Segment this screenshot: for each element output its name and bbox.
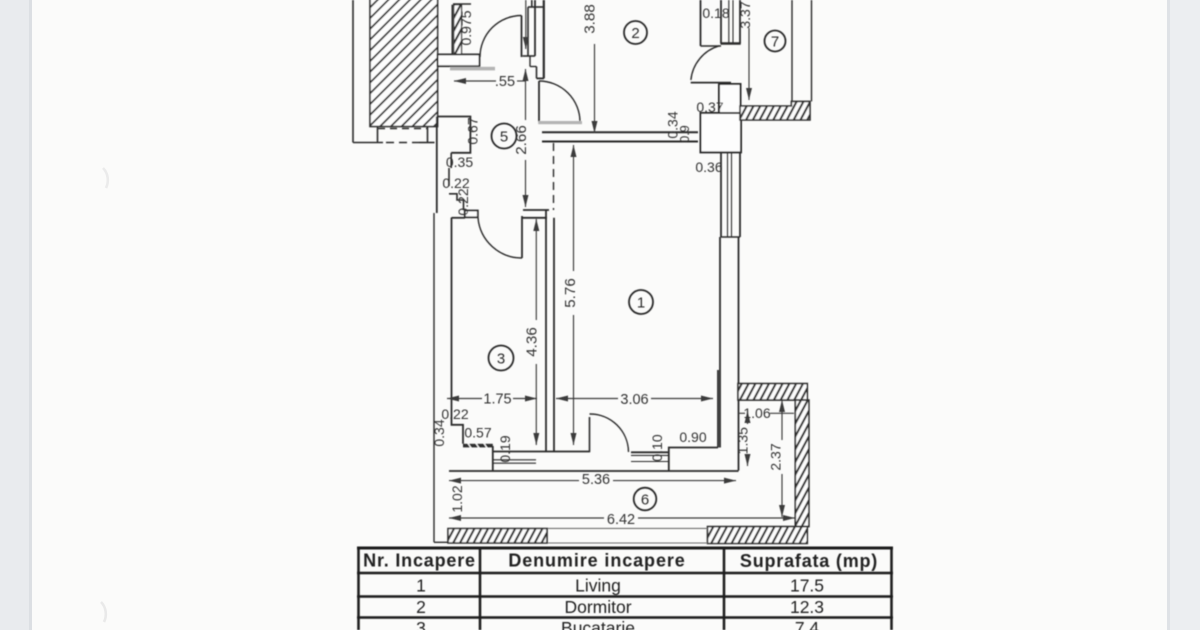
svg-text:0.57: 0.57 <box>464 425 491 441</box>
svg-text:5.36: 5.36 <box>582 472 610 488</box>
svg-text:3.06: 3.06 <box>620 392 648 408</box>
svg-text:12.3: 12.3 <box>790 597 824 617</box>
svg-text:3: 3 <box>497 351 505 368</box>
svg-text:0.22: 0.22 <box>441 406 468 422</box>
svg-text:0.34: 0.34 <box>665 111 681 138</box>
svg-text:3: 3 <box>416 618 426 630</box>
svg-text:0.9: 0.9 <box>678 125 692 142</box>
svg-text:4.36: 4.36 <box>523 327 540 357</box>
svg-text:Dormitor: Dormitor <box>564 597 631 617</box>
svg-text:2.37: 2.37 <box>768 443 784 470</box>
svg-text:3.37: 3.37 <box>737 1 753 28</box>
svg-text:0.10: 0.10 <box>649 434 665 461</box>
svg-text:.55: .55 <box>495 74 515 90</box>
svg-text:6.42: 6.42 <box>607 512 635 528</box>
svg-text:1.35: 1.35 <box>735 427 751 454</box>
svg-text:0.975: 0.975 <box>458 10 474 45</box>
svg-text:5.76: 5.76 <box>562 278 579 308</box>
svg-text:0.35: 0.35 <box>446 154 473 170</box>
svg-text:3.88: 3.88 <box>582 4 599 34</box>
svg-text:1.75: 1.75 <box>483 392 511 408</box>
svg-text:Living: Living <box>575 576 621 596</box>
svg-text:0.22: 0.22 <box>455 188 471 215</box>
svg-text:5: 5 <box>500 129 508 146</box>
svg-text:0.67: 0.67 <box>465 117 481 144</box>
svg-text:2: 2 <box>416 597 426 617</box>
svg-text:1: 1 <box>637 295 645 312</box>
svg-text:0.19: 0.19 <box>497 435 513 462</box>
svg-text:0.36: 0.36 <box>695 159 722 175</box>
svg-text:Suprafata (mp): Suprafata (mp) <box>740 551 878 571</box>
svg-text:1.06: 1.06 <box>743 405 770 421</box>
svg-text:Nr. Incapere: Nr. Incapere <box>363 551 476 571</box>
svg-text:0.34: 0.34 <box>431 419 447 446</box>
svg-text:2: 2 <box>631 25 639 42</box>
svg-text:0.37: 0.37 <box>696 99 723 115</box>
svg-text:Bucatarie: Bucatarie <box>561 618 635 630</box>
svg-text:Denumire incapere: Denumire incapere <box>508 551 685 571</box>
svg-text:0.22: 0.22 <box>442 175 469 191</box>
svg-text:7.4: 7.4 <box>795 618 820 630</box>
svg-text:7: 7 <box>771 34 779 51</box>
svg-text:0.90: 0.90 <box>679 429 706 445</box>
svg-text:1.02: 1.02 <box>449 485 465 512</box>
svg-text:0.18: 0.18 <box>702 5 729 21</box>
svg-text:6: 6 <box>641 492 649 509</box>
svg-text:1: 1 <box>416 576 426 596</box>
svg-text:17.5: 17.5 <box>790 576 824 596</box>
svg-text:2.66: 2.66 <box>513 125 530 155</box>
